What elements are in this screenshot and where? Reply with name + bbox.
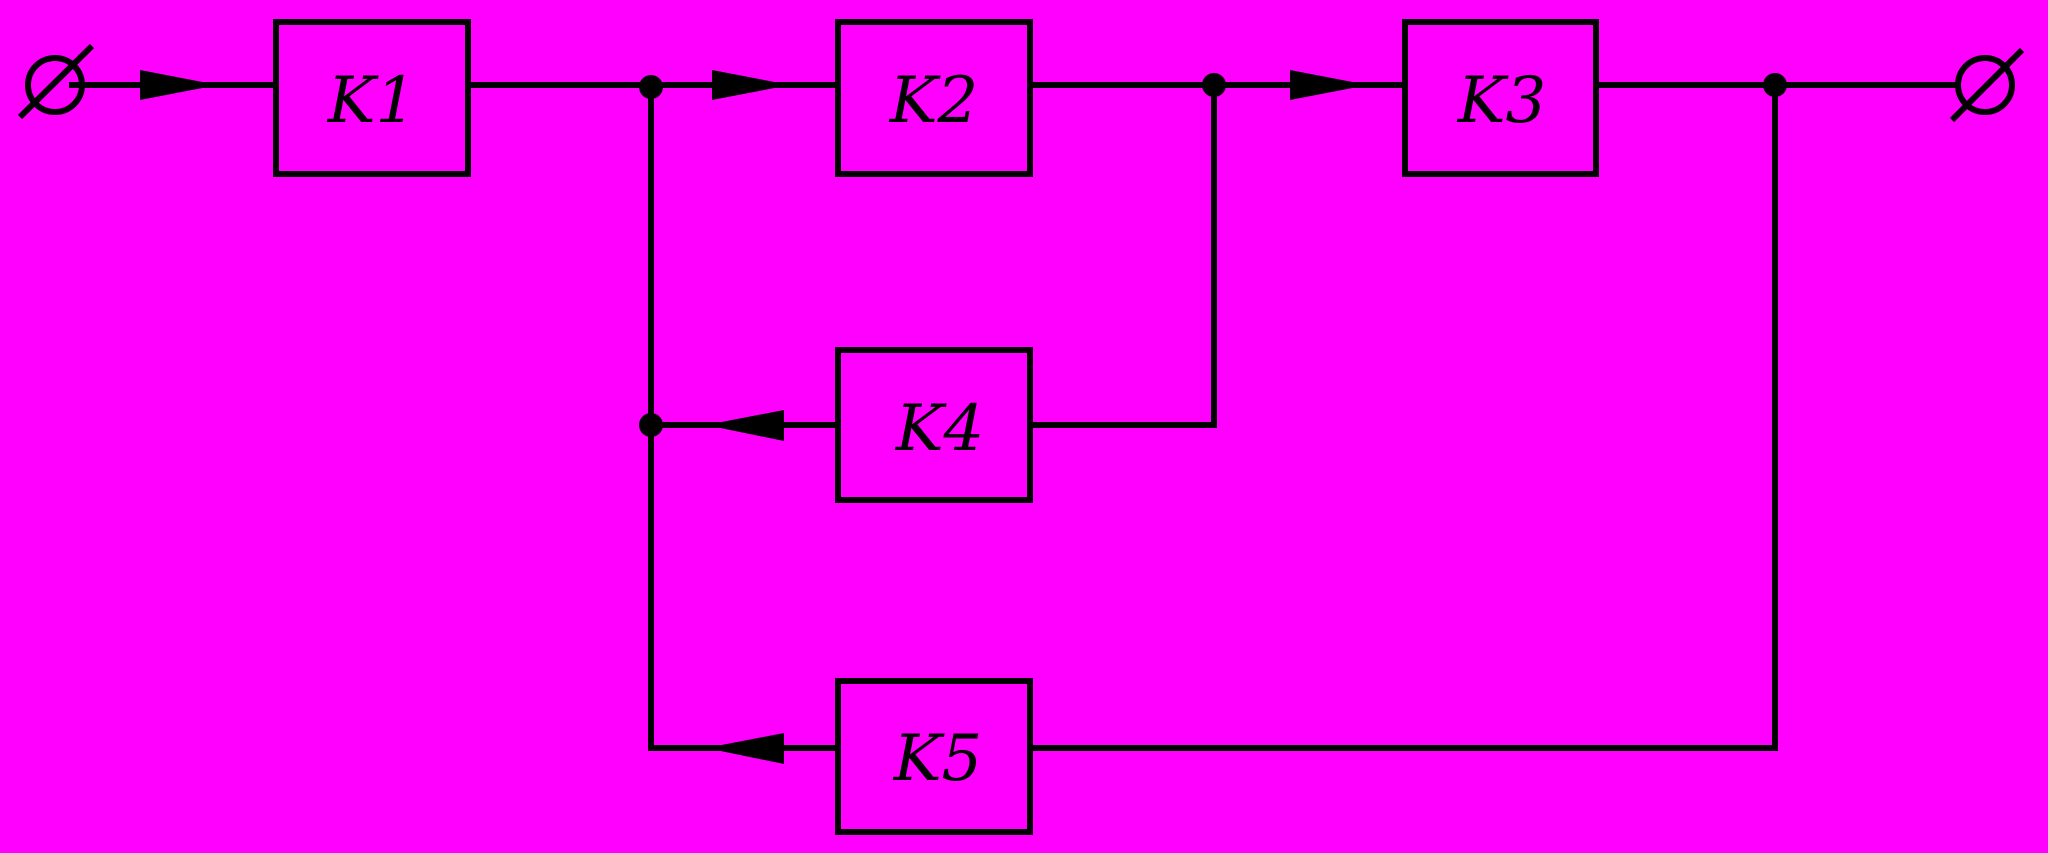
block-k1-label: K1 [327,64,417,138]
block-k2 [835,19,1033,177]
junction-dot [639,413,663,437]
arrow-left-icon [706,410,784,441]
output-terminal-icon [1949,47,2025,123]
block-k3 [1402,19,1599,177]
block-k1 [273,19,471,177]
block-k3-label: K3 [1457,64,1547,138]
block-k5-label: K5 [893,722,983,796]
arrow-right-icon [1290,70,1368,100]
junction-dot [1202,73,1226,97]
junction-dot [639,75,663,99]
block-k4-label: K4 [895,392,985,466]
block-k4 [835,347,1033,503]
arrow-left-icon [706,733,784,764]
junction-dot [1763,73,1787,97]
block-k5 [835,678,1033,835]
arrow-right-icon [712,70,790,100]
input-terminal-icon [17,43,95,120]
arrow-right-icon [140,70,218,100]
block-k2-label: K2 [889,64,979,138]
